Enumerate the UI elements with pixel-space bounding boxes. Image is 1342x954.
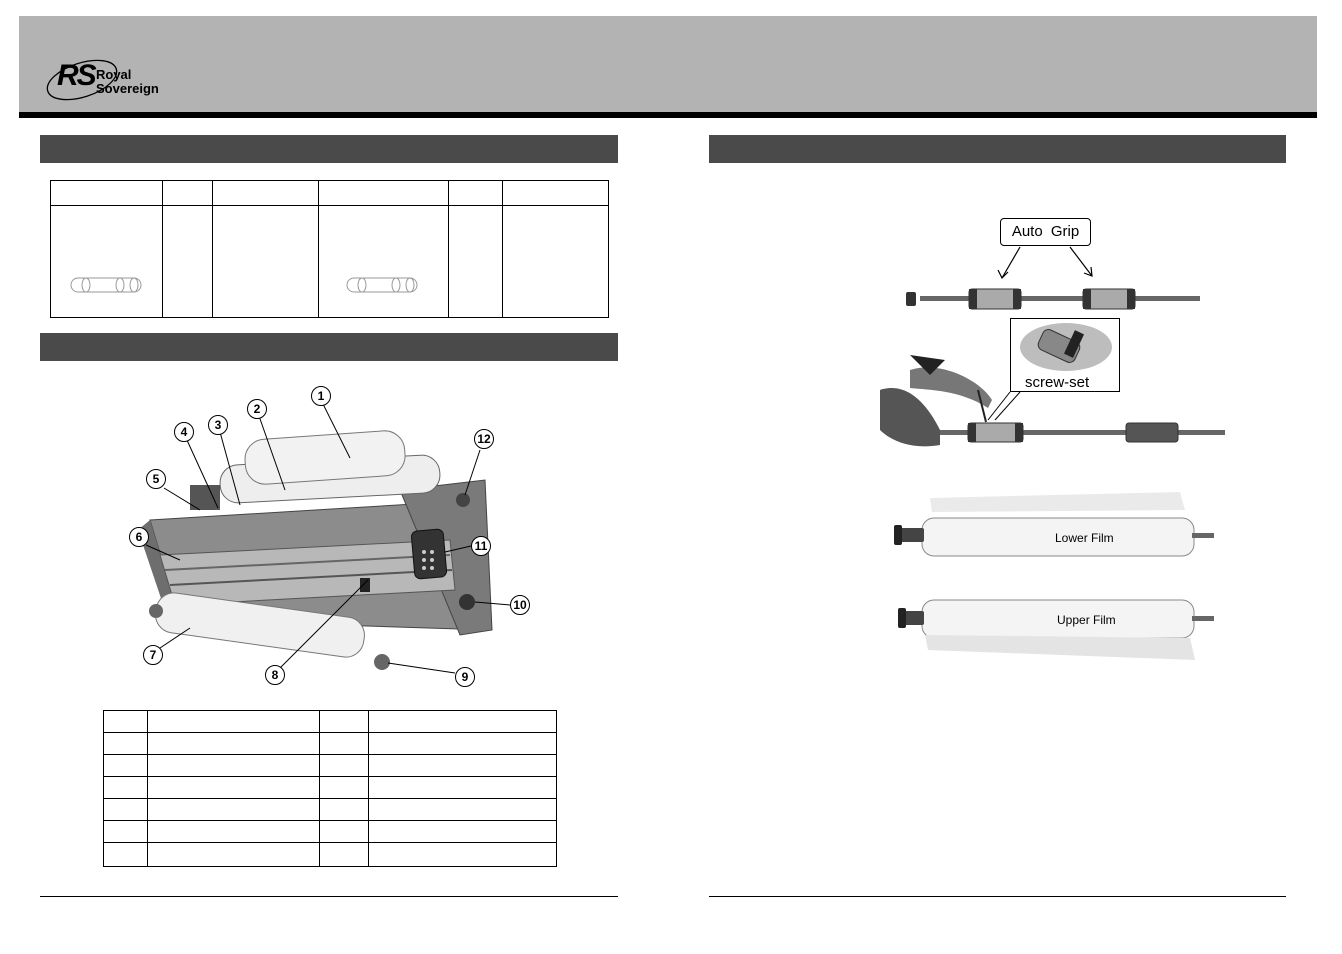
spec-table-header-rule xyxy=(51,205,608,206)
callout-5: 5 xyxy=(146,469,166,489)
logo-line-sovereign: Sovereign xyxy=(96,81,159,96)
film-roll-outline-icon xyxy=(346,277,418,293)
callout-7: 7 xyxy=(143,645,163,665)
section-bar-film-loading xyxy=(709,135,1286,163)
shaft-assembly-photo xyxy=(880,246,1225,660)
page-header xyxy=(19,16,1317,112)
logo-line-royal: Royal xyxy=(96,67,132,82)
callout-9: 9 xyxy=(455,667,475,687)
screw-set-closeup-icon xyxy=(1020,323,1112,371)
header-rule xyxy=(19,112,1317,118)
film-roll-outline-icon xyxy=(70,277,142,293)
section-bar-specifications xyxy=(40,135,618,163)
spec-table xyxy=(50,180,609,318)
spec-table-divider xyxy=(162,181,163,317)
callout-12: 12 xyxy=(474,429,494,449)
callout-2: 2 xyxy=(247,399,267,419)
lower-film-label: Lower Film xyxy=(1055,531,1114,545)
footer-rule-left xyxy=(40,896,618,897)
laminator-machine-photo xyxy=(138,403,511,674)
screw-set-detail-inset xyxy=(1010,318,1120,392)
logo-wordmark: Royal Sovereign xyxy=(96,68,159,96)
parts-table-divider xyxy=(147,711,148,866)
callout-10: 10 xyxy=(510,595,530,615)
logo-mark: RS xyxy=(57,59,97,92)
callout-6: 6 xyxy=(129,527,149,547)
parts-table-row-rule xyxy=(104,754,556,755)
parts-table-row-rule xyxy=(104,842,556,843)
spec-table-divider xyxy=(318,181,319,317)
spec-table-divider xyxy=(502,181,503,317)
spec-table-divider xyxy=(448,181,449,317)
callout-3: 3 xyxy=(208,415,228,435)
auto-grip-label: Auto Grip xyxy=(1000,218,1091,246)
parts-table xyxy=(103,710,557,867)
logo-swoosh-icon xyxy=(46,59,118,101)
spec-table-divider xyxy=(212,181,213,317)
callout-8: 8 xyxy=(265,665,285,685)
parts-table-row-rule xyxy=(104,820,556,821)
upper-film-label: Upper Film xyxy=(1057,613,1116,627)
footer-rule-right xyxy=(709,896,1286,897)
callout-1: 1 xyxy=(311,386,331,406)
callout-11: 11 xyxy=(471,536,491,556)
royal-sovereign-logo: RS Royal Sovereign xyxy=(44,52,184,104)
parts-table-divider xyxy=(319,711,320,866)
parts-table-row-rule xyxy=(104,776,556,777)
parts-table-divider xyxy=(368,711,369,866)
callout-4: 4 xyxy=(174,422,194,442)
screw-set-label: screw-set xyxy=(1025,374,1090,391)
parts-table-row-rule xyxy=(104,732,556,733)
parts-table-row-rule xyxy=(104,798,556,799)
section-bar-product-overview xyxy=(40,333,618,361)
